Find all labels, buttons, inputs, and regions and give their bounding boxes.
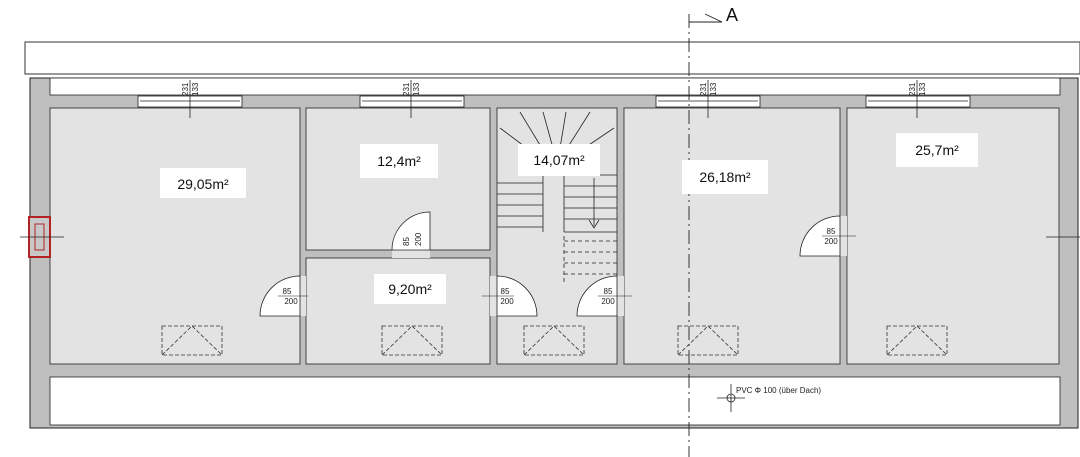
window-2-width: 231	[402, 82, 411, 96]
window-1-width: 231	[181, 82, 190, 96]
room-area-2: 12,4m²	[377, 153, 421, 169]
window-1-height: 133	[191, 82, 200, 96]
window-4	[865, 95, 971, 108]
skylight-2	[381, 325, 443, 356]
door-4-swing	[576, 275, 618, 317]
top-band	[49, 77, 1061, 96]
skylight-sash	[523, 325, 585, 356]
skylight-1	[161, 325, 223, 356]
skylight-sash	[886, 325, 948, 356]
room-area-6: 9,20m²	[388, 281, 432, 297]
door-2-width: 85	[402, 237, 411, 246]
skylight-sash	[161, 325, 223, 356]
stair-dashed-treads	[563, 236, 617, 284]
skylight-frame	[886, 325, 948, 356]
door-1-height: 200	[284, 297, 298, 306]
room-floor-1	[49, 107, 301, 365]
skylight-frame	[677, 325, 739, 356]
window-4-height: 133	[918, 82, 927, 96]
room-label-box	[682, 160, 768, 194]
room-labels: 29,05m² 12,4m² 14,07m² 26,18m² 25,7m² 9,…	[160, 133, 978, 304]
room-label-box	[518, 144, 600, 176]
door-1-width: 85	[283, 287, 292, 296]
skylight-frame	[523, 325, 585, 356]
skylight-4	[677, 325, 739, 356]
door-5-swing	[799, 215, 841, 257]
section-line-a	[688, 13, 723, 457]
room-label-box	[374, 274, 446, 304]
room-label-box	[160, 168, 246, 198]
window-3-width: 231	[699, 82, 708, 96]
room-floor-6	[305, 257, 491, 365]
stair-winder	[565, 111, 591, 151]
window-3-height: 133	[709, 82, 718, 96]
stair-winder	[542, 111, 554, 149]
door-5-width: 85	[827, 227, 836, 236]
room-area-1: 29,05m²	[177, 176, 229, 192]
room-label-box	[360, 144, 438, 178]
bottom-band	[49, 376, 1061, 426]
skylight-3	[523, 325, 585, 356]
room-area-3: 14,07m²	[533, 152, 585, 168]
stair-winder	[559, 111, 567, 149]
stair-winder	[519, 111, 544, 151]
section-arrow	[689, 13, 723, 23]
stair-arrow	[588, 219, 600, 229]
roof-outline	[24, 41, 1080, 75]
door-dimension-labels: 85 200 85 200 85 200 85 200 85 200	[278, 227, 856, 306]
door-2-opening	[392, 250, 430, 258]
door-4-height: 200	[601, 297, 615, 306]
room-label-box	[896, 133, 978, 167]
door-5-height: 200	[824, 237, 838, 246]
door-3-width: 85	[501, 287, 510, 296]
skylight-frame	[381, 325, 443, 356]
pvc-pipe	[717, 384, 745, 412]
skylight-sash	[381, 325, 443, 356]
room-floor-4	[623, 107, 841, 365]
skylight-5	[886, 325, 948, 356]
room-area-4: 26,18m²	[699, 169, 751, 185]
skylight-frame	[161, 325, 223, 356]
window-2-height: 133	[412, 82, 421, 96]
section-letter: A	[726, 5, 738, 25]
room-area-5: 25,7m²	[915, 142, 959, 158]
skylight-sash	[677, 325, 739, 356]
door-2-height: 200	[414, 232, 423, 246]
door-2-swing	[391, 211, 431, 251]
window-dimension-labels: 231 133 231 133 231 133 231 133	[181, 82, 927, 96]
door-4-width: 85	[604, 287, 613, 296]
door-3-height: 200	[500, 297, 514, 306]
skylights	[161, 325, 948, 356]
pipe-note: PVC Φ 100 (über Dach)	[736, 386, 821, 395]
window-dimensions	[189, 80, 918, 118]
door-3-swing	[496, 275, 538, 317]
room-floor-2	[305, 107, 491, 251]
window-2	[359, 95, 465, 108]
window-4-width: 231	[908, 82, 917, 96]
